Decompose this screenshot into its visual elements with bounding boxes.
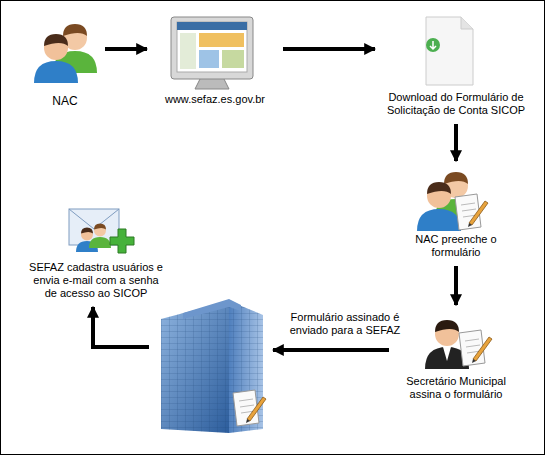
icon-node: Secretário Municipal assina o formulário (393, 309, 519, 404)
people-icon (34, 24, 97, 83)
building-node (153, 297, 269, 437)
people-writing-icon (417, 172, 488, 231)
building-icon (161, 299, 266, 433)
flow-arrow (283, 47, 375, 51)
flow-arrow (454, 124, 458, 161)
edge-label: Formulário assinado é enviado para a SEF… (281, 310, 409, 338)
icon-node: SEFAZ cadastra usuários e envia e-mail c… (25, 203, 167, 303)
flow-arrow (273, 348, 389, 352)
node-caption: NAC preenche o formulário (405, 231, 507, 262)
flow-arrow (454, 266, 458, 305)
icon-node: Download do Formulário de Solicitação de… (379, 13, 533, 120)
node-caption: SEFAZ cadastra usuários e envia e-mail c… (25, 259, 167, 303)
flow-arrow (93, 307, 149, 347)
icon-node: www.sefaz.es.gov.br (151, 11, 279, 109)
node-caption: Secretário Municipal assina o formulário (393, 373, 519, 404)
node-caption: Download do Formulário de Solicitação de… (379, 89, 533, 120)
icon-node: NAC preenche o formulário (405, 165, 507, 262)
node-caption: www.sefaz.es.gov.br (151, 91, 279, 109)
monitor-icon (171, 17, 253, 89)
node-caption: NAC (29, 93, 101, 111)
email-icon (69, 209, 134, 253)
icon-node: NAC (29, 19, 101, 111)
document-icon (426, 17, 473, 85)
secretary-icon (425, 320, 492, 369)
flow-arrow (105, 47, 147, 51)
